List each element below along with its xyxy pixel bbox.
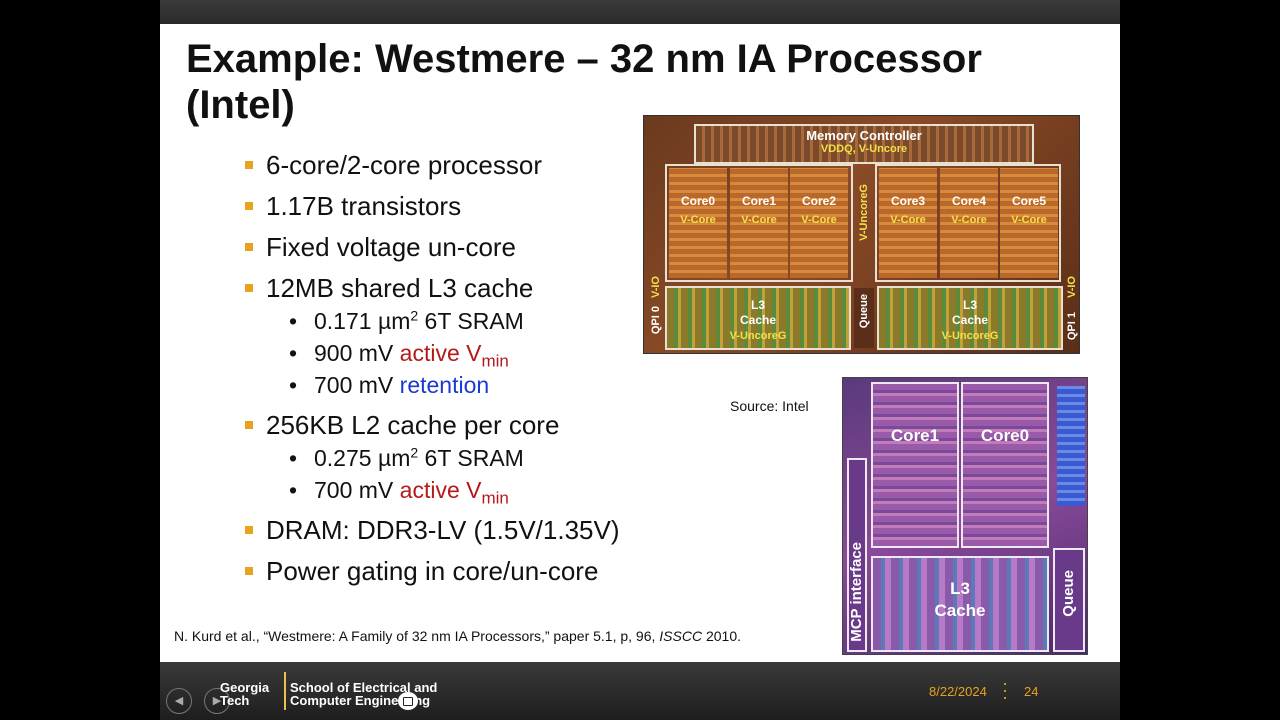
source-label: Source: Intel — [730, 398, 809, 414]
memory-controller-block: Memory Controller VDDQ, V-Uncore — [694, 124, 1034, 164]
left-core-group — [665, 164, 853, 282]
sub-bullet-item: •900 mV active Vmin — [242, 337, 712, 370]
sub-bullet-item: •700 mV retention — [242, 369, 712, 401]
next-slide-button[interactable]: ▶ — [204, 688, 230, 714]
right-core-group — [875, 164, 1061, 282]
bullet-item: Power gating in core/un-core — [242, 554, 712, 588]
page-number: 24 — [1024, 684, 1039, 699]
v-uncoreg-label: V-UncoreG — [858, 184, 870, 241]
core-block: Core0 — [961, 382, 1049, 548]
bullet-square-icon — [245, 161, 253, 169]
camera-icon[interactable] — [398, 692, 418, 710]
slide-date: 8/22/2024 — [929, 684, 987, 699]
more-options-icon[interactable]: ··· — [1002, 673, 1008, 707]
bullet-square-icon — [245, 421, 253, 429]
core-block: Core1 — [871, 382, 959, 548]
sub-bullet-item: •700 mV active Vmin — [242, 474, 712, 507]
bullet-item: DRAM: DDR3-LV (1.5V/1.35V) — [242, 513, 712, 547]
bullet-square-icon — [245, 526, 253, 534]
bullet-dot-icon: • — [289, 477, 298, 503]
bullet-square-icon — [245, 284, 253, 292]
bullet-item: 6-core/2-core processor — [242, 148, 712, 182]
bullet-dot-icon: • — [289, 340, 298, 366]
bullet-square-icon — [245, 202, 253, 210]
bullet-dot-icon: • — [289, 308, 298, 334]
sub-bullet-item: •0.275 µm2 6T SRAM — [242, 442, 712, 474]
bullet-item: Fixed voltage un-core — [242, 230, 712, 264]
qpi1-label: QPI 1 — [1066, 312, 1078, 341]
bullet-dot-icon: • — [289, 372, 298, 398]
slide: Example: Westmere – 32 nm IA Processor (… — [160, 24, 1120, 662]
bullet-list: 6-core/2-core processor 1.17B transistor… — [242, 148, 712, 588]
bullet-square-icon — [245, 243, 253, 251]
slide-title: Example: Westmere – 32 nm IA Processor (… — [186, 37, 982, 127]
sub-bullet-item: •0.171 µm2 6T SRAM — [242, 305, 712, 337]
bullet-item: 12MB shared L3 cache — [242, 271, 712, 305]
qpi0-label: QPI 0 — [650, 306, 662, 335]
bullet-square-icon — [245, 567, 253, 575]
bullet-item: 1.17B transistors — [242, 189, 712, 223]
bullet-dot-icon: • — [289, 445, 298, 471]
viewer-top-bar — [160, 0, 1120, 24]
io-block — [1057, 386, 1085, 506]
queue-block — [854, 288, 874, 348]
bullet-item: 256KB L2 cache per core — [242, 408, 712, 442]
queue-label: Queue — [858, 294, 870, 329]
mcp-interface-block: MCP interface — [847, 458, 867, 652]
logo-divider — [284, 672, 286, 710]
queue-block: Queue — [1053, 548, 1085, 652]
vio-left-label: V-IO — [650, 276, 662, 299]
previous-slide-button[interactable]: ◀ — [166, 688, 192, 714]
citation: N. Kurd et al., “Westmere: A Family of 3… — [174, 628, 742, 644]
vio-right-label: V-IO — [1066, 276, 1078, 299]
